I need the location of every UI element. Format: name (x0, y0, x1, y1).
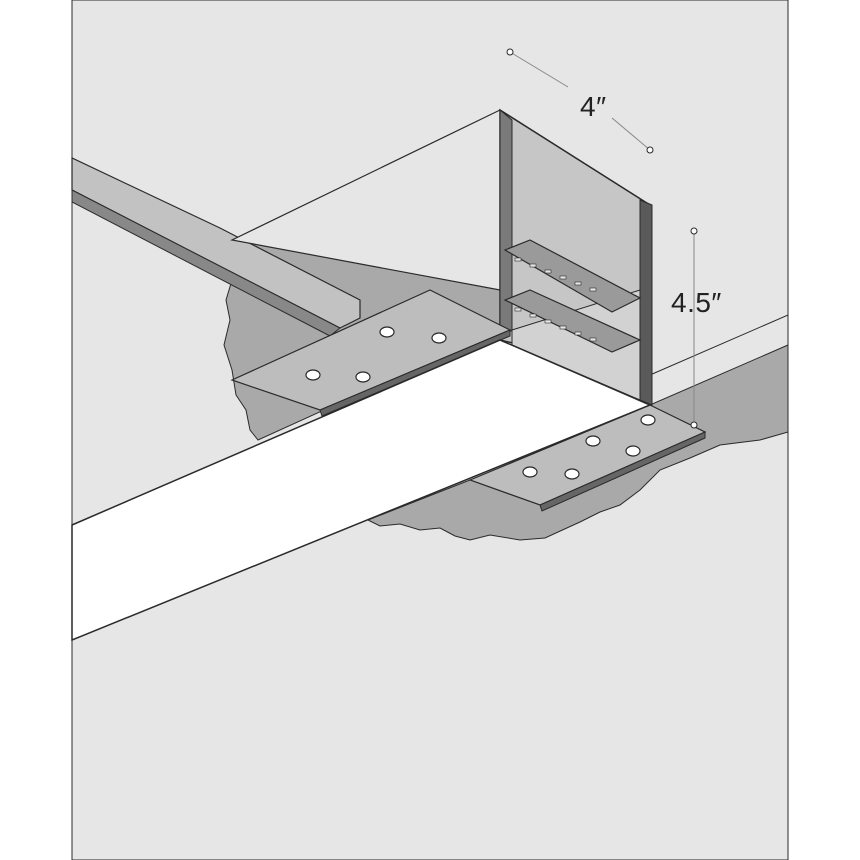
housing-side-edge (639, 199, 653, 406)
diffuser-lens (71, 339, 652, 642)
driver-tray-slots (514, 257, 597, 342)
height-dimension-line (690, 227, 698, 429)
mounting-flange-left-edge (319, 329, 511, 417)
driver-tray (503, 239, 642, 313)
flange-screws-left (305, 326, 447, 383)
mounting-flange-right-edge (539, 431, 706, 512)
width-dimension-label: 4″ (580, 91, 607, 122)
height-dimension-label: 4.5″ (671, 287, 722, 318)
width-dimension-line (506, 48, 654, 154)
housing-end-wall (499, 108, 513, 342)
flange-screws-right (522, 414, 656, 480)
